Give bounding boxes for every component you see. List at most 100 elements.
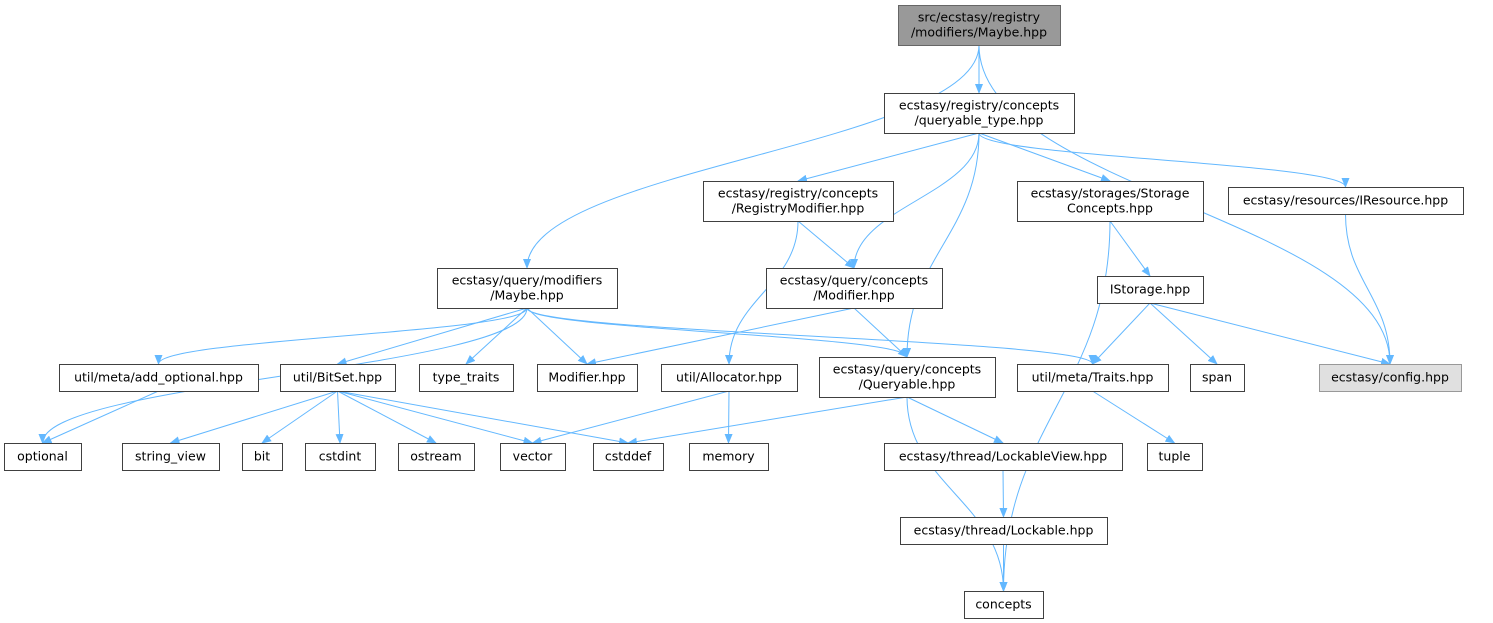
edge-line: [335, 390, 344, 444]
edge-line: [724, 390, 733, 444]
node-label: util/meta/Traits.hpp: [1032, 370, 1154, 385]
node-box: [1097, 276, 1204, 304]
node-iresource[interactable]: ecstasy/resources/IResource.hpp: [1228, 187, 1464, 215]
edge-queryable-to-concepts: [906, 396, 1008, 592]
node-box: [59, 364, 259, 392]
node-label: ecstasy/query/modifiers: [452, 273, 603, 288]
edge-line: [337, 390, 534, 445]
node-memory[interactable]: memory: [689, 443, 769, 471]
edge-line: [586, 307, 855, 367]
edge-line: [337, 390, 629, 446]
node-box: [305, 443, 376, 471]
node-box: [280, 364, 396, 392]
node-box: [593, 443, 664, 471]
edge-queryable-to-lockable_view: [906, 396, 1004, 444]
edge-maybe_registry-to-maybe_query: [523, 44, 980, 269]
node-cstdint[interactable]: cstdint: [305, 443, 376, 471]
node-box: [537, 364, 638, 392]
node-type-traits[interactable]: type_traits: [419, 364, 514, 392]
node-maybe-registry[interactable]: src/ecstasy/registry/modifiers/Maybe.hpp: [898, 5, 1061, 46]
node-label: vector: [513, 449, 554, 464]
node-queryable-type[interactable]: ecstasy/registry/concepts/queryable_type…: [884, 93, 1075, 134]
node-istorage[interactable]: IStorage.hpp: [1097, 276, 1204, 304]
edge-queryable_type-to-queryable: [903, 132, 980, 358]
node-modifier-hpp[interactable]: Modifier.hpp: [537, 364, 638, 392]
node-box: [1228, 187, 1464, 215]
edge-line: [526, 307, 588, 365]
edge-allocator-to-memory: [724, 390, 733, 444]
edge-maybe_query-to-traits: [526, 307, 1097, 365]
edge-line: [1091, 302, 1151, 365]
edge-line: [903, 132, 980, 358]
node-label: string_view: [135, 449, 206, 464]
node-queryable[interactable]: ecstasy/query/concepts/Queryable.hpp: [819, 357, 996, 398]
node-tuple[interactable]: tuple: [1147, 443, 1203, 471]
edge-queryable-to-cstddef: [627, 396, 908, 446]
node-label: ecstasy/thread/Lockable.hpp: [914, 523, 1094, 538]
node-lockable-view[interactable]: ecstasy/thread/LockableView.hpp: [884, 443, 1123, 471]
node-bit[interactable]: bit: [242, 443, 283, 471]
node-label: ecstasy/registry/concepts: [718, 186, 878, 201]
node-vector[interactable]: vector: [500, 443, 566, 471]
node-traits[interactable]: util/meta/Traits.hpp: [1017, 364, 1169, 392]
edge-bitset-to-string_view: [169, 390, 338, 445]
node-label: cstdint: [319, 449, 362, 464]
edge-maybe_query-to-bitset: [336, 307, 528, 366]
node-box: [884, 443, 1123, 471]
node-box: [703, 181, 894, 222]
edge-line: [906, 396, 1004, 444]
edge-line: [1109, 220, 1151, 277]
node-label: type_traits: [433, 370, 500, 385]
node-label: /queryable_type.hpp: [915, 113, 1044, 128]
node-cstddef[interactable]: cstddef: [593, 443, 664, 471]
node-add-optional[interactable]: util/meta/add_optional.hpp: [59, 364, 259, 392]
edge-line: [725, 220, 799, 365]
node-config[interactable]: ecstasy/config.hpp: [1319, 364, 1462, 392]
edge-istorage-to-traits: [1091, 302, 1151, 365]
node-label: ecstasy/query/concepts: [780, 273, 928, 288]
node-string-view[interactable]: string_view: [122, 443, 220, 471]
edge-line: [906, 396, 1008, 592]
node-label: util/BitSet.hpp: [293, 370, 382, 385]
node-maybe-query[interactable]: ecstasy/query/modifiers/Maybe.hpp: [437, 268, 618, 309]
node-modifier-concept[interactable]: ecstasy/query/concepts/Modifier.hpp: [766, 268, 943, 309]
edge-maybe_query-to-queryable: [526, 307, 911, 358]
edge-line: [797, 220, 855, 269]
node-label: IStorage.hpp: [1110, 282, 1190, 297]
edge-istorage-to-config: [1149, 302, 1391, 366]
node-lockable[interactable]: ecstasy/thread/Lockable.hpp: [900, 517, 1108, 545]
node-label: /Modifier.hpp: [813, 288, 894, 303]
node-label: ecstasy/query/concepts: [833, 362, 981, 377]
node-bitset[interactable]: util/BitSet.hpp: [280, 364, 396, 392]
edges-layer: [38, 44, 1394, 592]
node-label: Concepts.hpp: [1067, 201, 1153, 216]
node-label: ecstasy/registry/concepts: [899, 98, 1059, 113]
edge-line: [526, 307, 1097, 365]
edge-istorage-to-span: [1149, 302, 1218, 365]
node-ostream[interactable]: ostream: [398, 443, 475, 471]
edge-traits-to-tuple: [1092, 390, 1176, 444]
edge-allocator-to-vector: [531, 390, 730, 445]
node-concepts[interactable]: concepts: [964, 591, 1044, 619]
node-label: ecstasy/config.hpp: [1331, 370, 1449, 385]
node-registry-modifier[interactable]: ecstasy/registry/concepts/RegistryModifi…: [703, 181, 894, 222]
edge-modifier_concept-to-modifier_hpp: [586, 307, 855, 367]
edge-line: [41, 390, 159, 444]
edge-line: [797, 132, 980, 183]
edge-line: [336, 307, 528, 366]
node-optional[interactable]: optional: [4, 443, 82, 471]
edge-line: [465, 307, 528, 365]
edge-line: [850, 132, 980, 269]
node-span[interactable]: span: [1190, 364, 1245, 392]
node-allocator[interactable]: util/Allocator.hpp: [661, 364, 798, 392]
node-box: [900, 517, 1108, 545]
node-box: [1319, 364, 1462, 392]
edge-line: [337, 390, 437, 444]
edge-maybe_query-to-add_optional: [154, 307, 528, 365]
edge-line: [1092, 390, 1176, 444]
edge-line: [261, 390, 338, 444]
node-label: optional: [17, 449, 68, 464]
edge-lockable_view-to-lockable: [999, 469, 1008, 518]
node-box: [964, 591, 1044, 619]
